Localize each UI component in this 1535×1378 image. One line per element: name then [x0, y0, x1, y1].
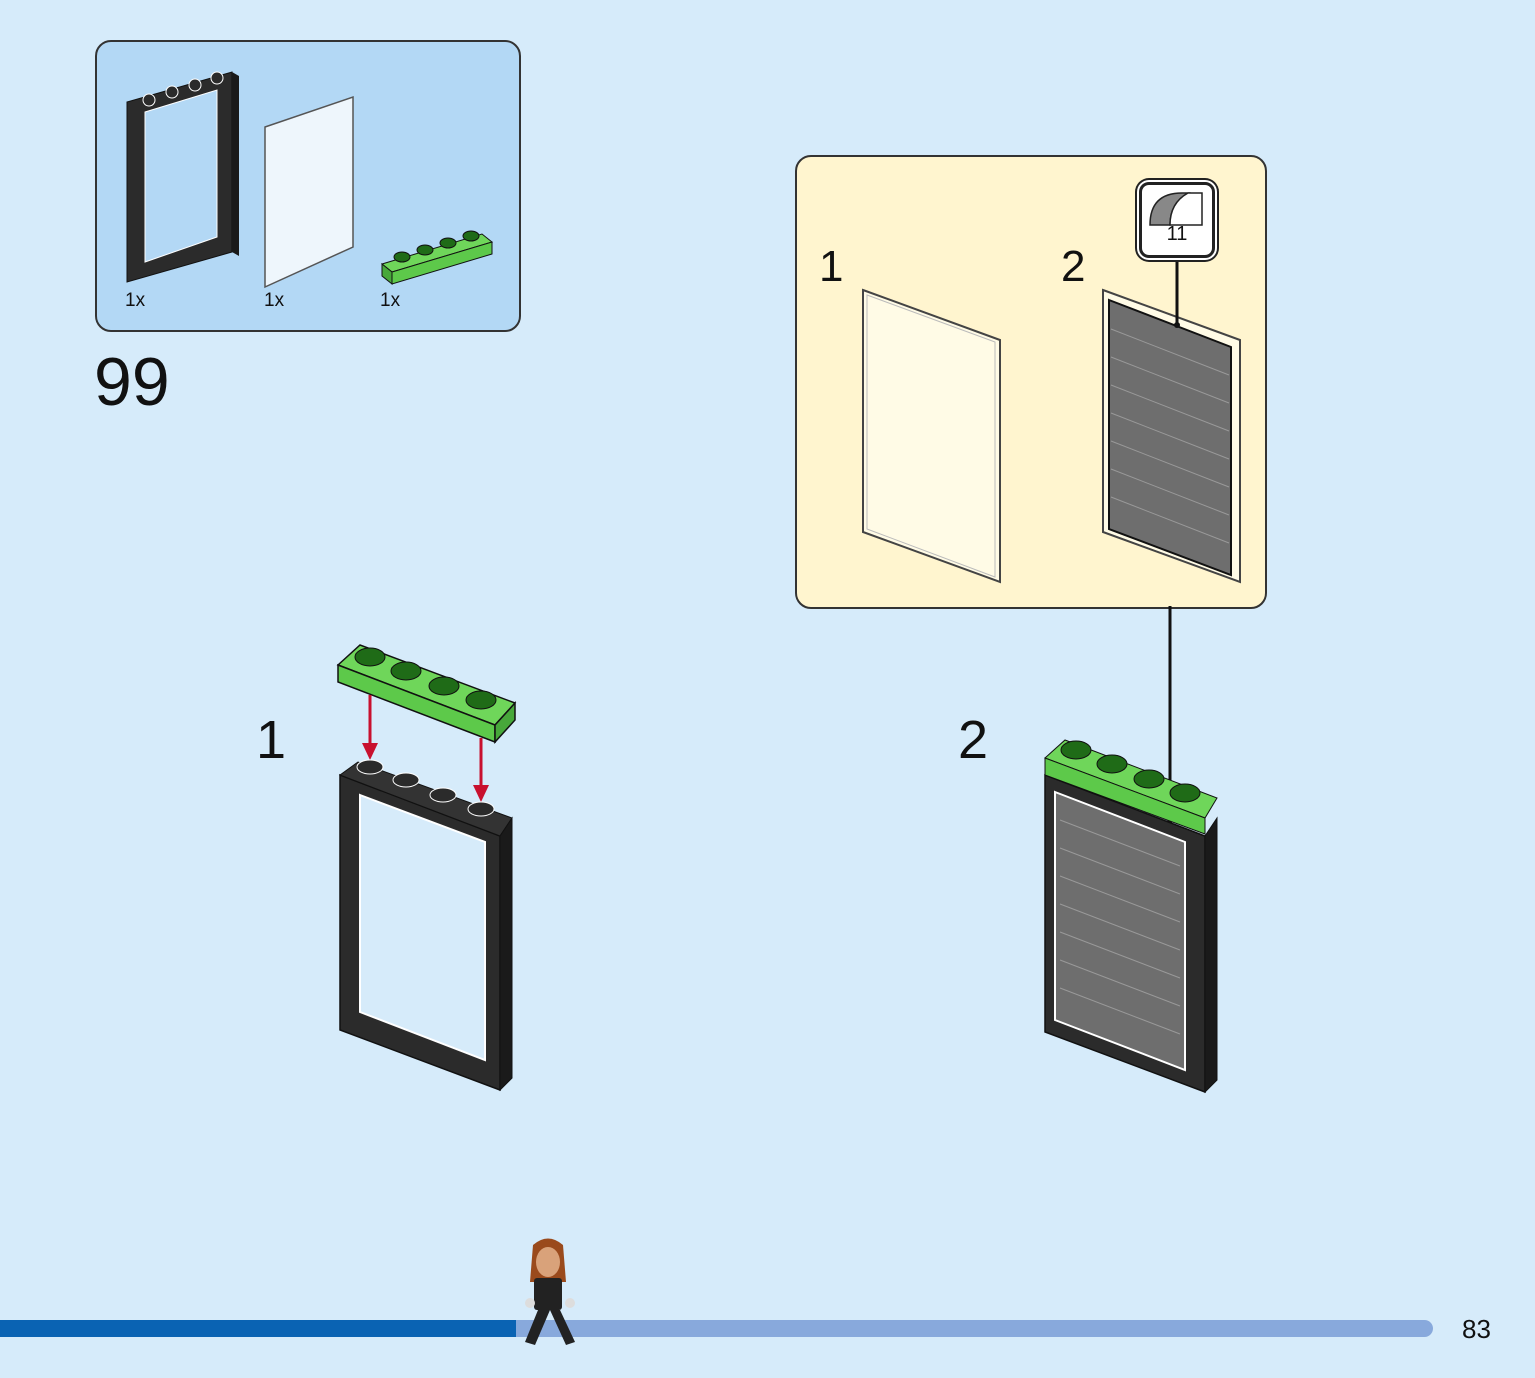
step-number: 99	[94, 344, 170, 420]
main-substep-label: 1	[256, 710, 287, 770]
parts-list-panel: 1x 1x 1x	[95, 40, 521, 332]
door-frame-part	[126, 71, 494, 289]
sticker-callout: 11	[1139, 182, 1215, 258]
main-substep-label: 2	[958, 710, 989, 770]
part-quantity: 1x	[380, 290, 401, 311]
page-number: 83	[1462, 1314, 1491, 1344]
sticker-icon	[1149, 192, 1203, 226]
substep-label: 2	[1061, 242, 1086, 291]
substep-label: 1	[819, 242, 844, 291]
glass-pane-illustration	[862, 254, 1241, 584]
progress-fill	[0, 1320, 516, 1337]
part-quantity: 1x	[264, 290, 285, 311]
sticker-number: 11	[1166, 223, 1188, 245]
part-quantity: 1x	[125, 290, 146, 311]
glass-pane-part	[264, 95, 354, 289]
